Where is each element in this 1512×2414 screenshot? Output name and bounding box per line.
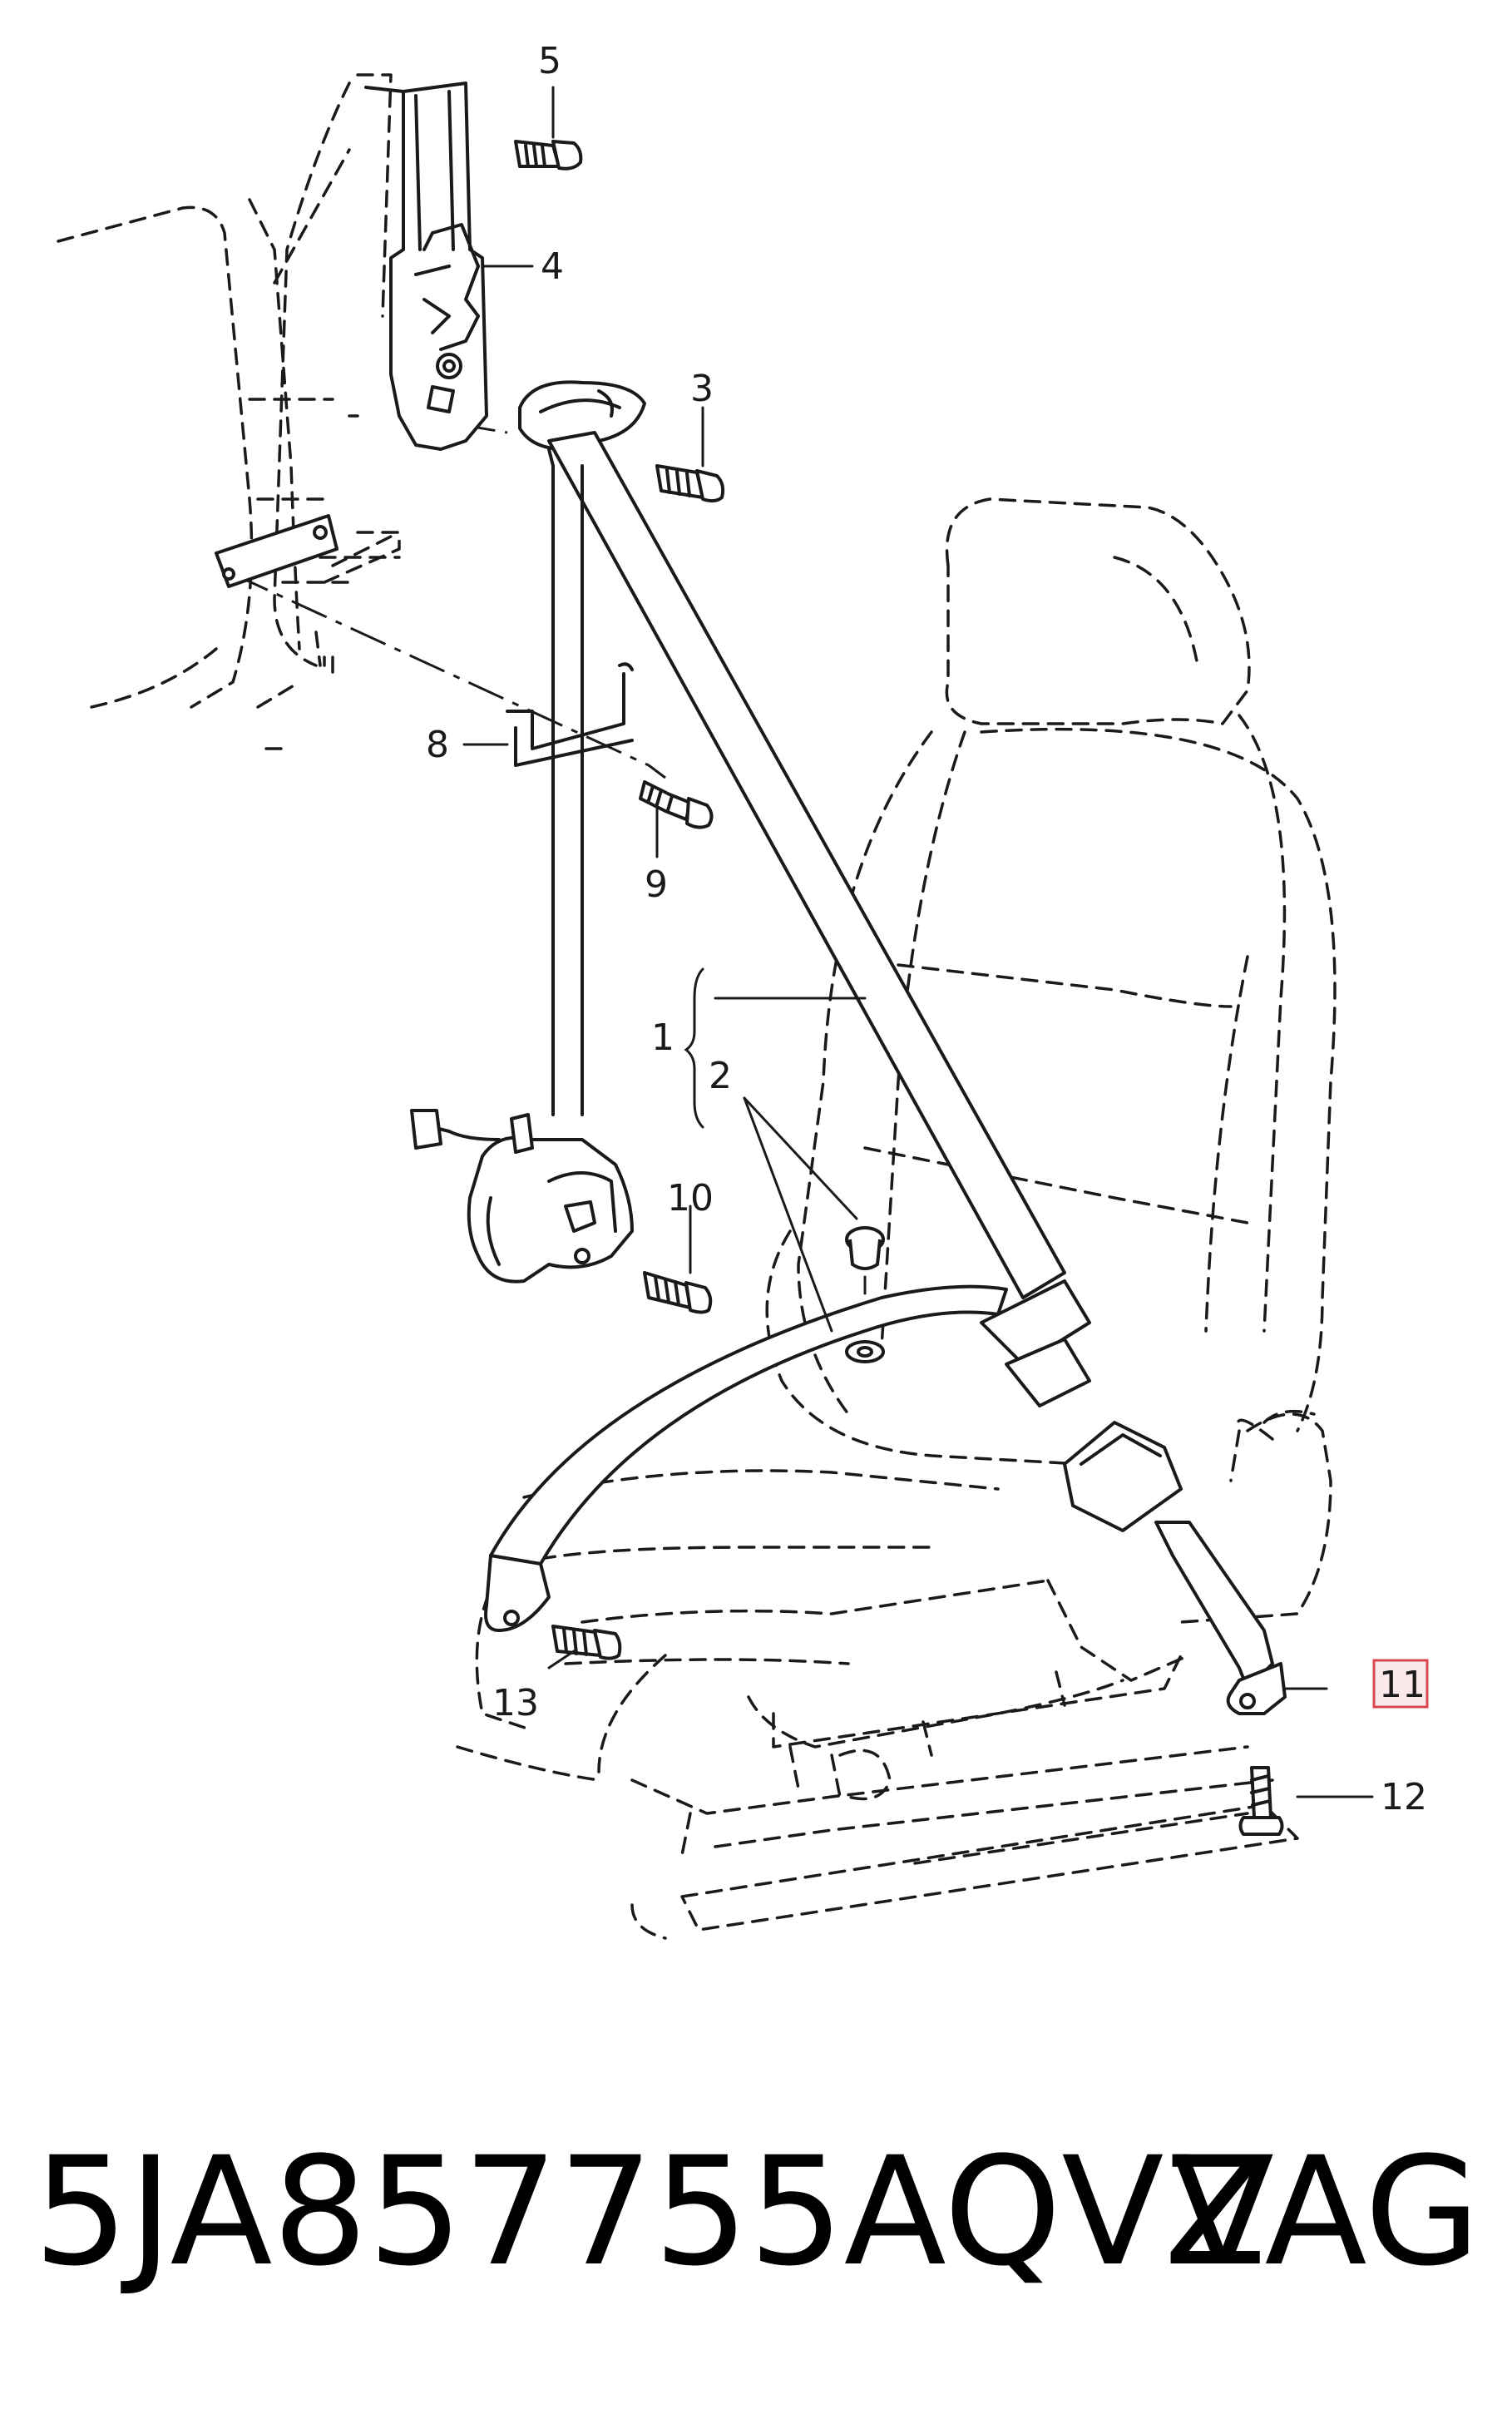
d-ring — [518, 380, 646, 451]
callout-10: 10 — [667, 1177, 714, 1219]
bolt-10 — [643, 1271, 713, 1314]
guide-bracket — [506, 662, 634, 767]
callout-labels: 5 4 3 8 9 1 2 10 13 11 12 — [426, 40, 1429, 1818]
callout-8: 8 — [426, 724, 449, 766]
buckle-assembly — [1063, 1421, 1287, 1715]
callout-3: 3 — [690, 368, 714, 410]
footer: 5JA857755AQVZ VAG — [33, 2130, 1480, 2296]
pillar-outline — [57, 73, 401, 750]
callout-11: 11 — [1379, 1664, 1426, 1706]
callout-13: 13 — [492, 1682, 539, 1724]
callout-5: 5 — [538, 40, 561, 82]
leader-lines — [462, 86, 1374, 1798]
screw-9 — [639, 780, 714, 829]
callout-9: 9 — [645, 863, 668, 906]
lap-anchor — [484, 1554, 551, 1632]
seat-outline — [456, 497, 1337, 1940]
inertia-reel — [410, 1109, 634, 1284]
height-adjuster — [364, 82, 488, 451]
bolt-12 — [1238, 1766, 1284, 1836]
callout-1: 1 — [651, 1017, 674, 1059]
callout-2: 2 — [709, 1055, 732, 1097]
bolt-13 — [551, 1625, 622, 1660]
callout-11-highlight-box — [1372, 1659, 1429, 1709]
lap-belt — [489, 1284, 1008, 1566]
bolt-3 — [655, 464, 725, 503]
callout-4: 4 — [541, 245, 564, 288]
bolt-5 — [514, 140, 583, 171]
upper-bracket-plate — [215, 514, 338, 588]
part-number: 5JA857755AQVZ — [33, 2125, 1267, 2299]
brand-name: VAG — [1171, 2125, 1480, 2299]
stop-buttons — [845, 1226, 885, 1363]
callout-12: 12 — [1381, 1776, 1427, 1818]
belt-webbing — [547, 431, 1066, 1299]
latch-tongue — [980, 1279, 1091, 1407]
